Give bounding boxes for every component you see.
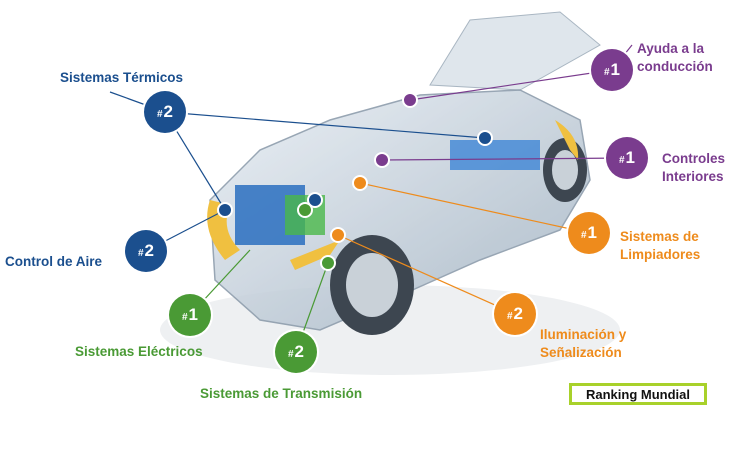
rank-badge-iluminacion: #2 xyxy=(494,293,536,335)
rank-badge-electricos: #1 xyxy=(169,294,211,336)
system-markers xyxy=(217,92,493,271)
rank-badge-transmision: #2 xyxy=(275,331,317,373)
label-control-aire: Control de Aire xyxy=(5,254,103,269)
rank-badge-controles: #1 xyxy=(606,137,648,179)
label-sistemas-termicos: Sistemas Térmicos xyxy=(60,70,184,85)
rank-badge-ayuda: #1 xyxy=(591,49,633,91)
open-trunk xyxy=(429,11,601,91)
battery xyxy=(450,140,540,170)
rank-badge-termicos: #2 xyxy=(144,91,186,133)
rank-badge-limpiadores: #1 xyxy=(568,212,610,254)
label-sistemas-transmision: Sistemas de Transmisión xyxy=(200,386,363,401)
label-sistemas-electricos: Sistemas Eléctricos xyxy=(75,344,203,359)
ranking-mundial-box: Ranking Mundial xyxy=(569,383,707,405)
rank-badge-control-aire: #2 xyxy=(125,230,167,272)
